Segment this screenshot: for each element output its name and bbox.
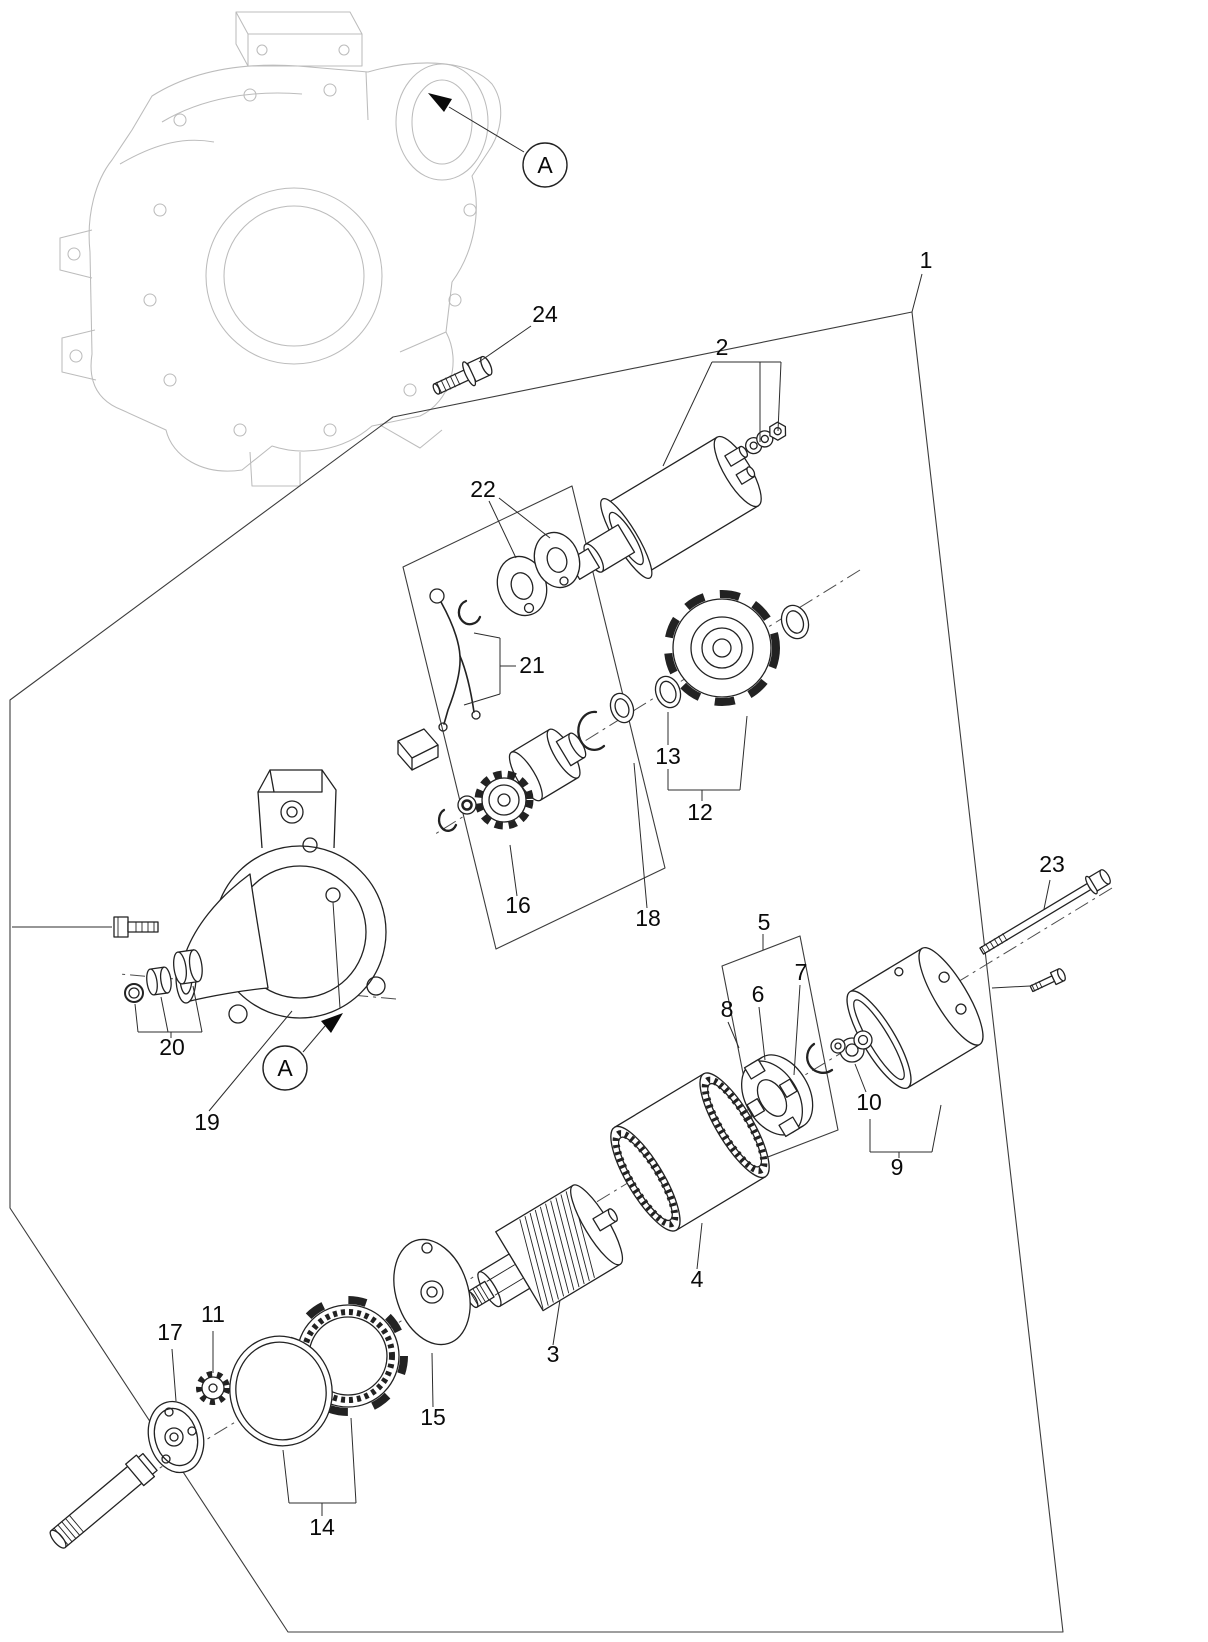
callout-23[interactable]: 23 <box>1039 851 1065 877</box>
part-left-bolt <box>12 916 159 938</box>
part-front-bracket <box>175 769 387 1024</box>
callout-12[interactable]: 12 <box>687 799 713 825</box>
callout-3[interactable]: 3 <box>547 1341 560 1367</box>
callout-9[interactable]: 9 <box>891 1154 904 1180</box>
callout-6[interactable]: 6 <box>752 981 765 1007</box>
part-end-frame <box>846 947 984 1089</box>
callout-5[interactable]: 5 <box>758 909 771 935</box>
part-solenoid <box>567 421 787 580</box>
part-drive-pinion <box>437 728 587 832</box>
part-output-shaft <box>49 1400 205 1549</box>
part-mounting-bolt <box>432 355 493 395</box>
group-box-drive-parts <box>402 485 666 950</box>
callout-18[interactable]: 18 <box>635 905 661 931</box>
part-planet-pinion <box>196 1371 230 1405</box>
part-bushing <box>654 675 682 709</box>
callout-2[interactable]: 2 <box>716 334 729 360</box>
callout-19[interactable]: 19 <box>194 1109 220 1135</box>
callout-11[interactable]: 11 <box>201 1301 225 1327</box>
callout-21[interactable]: 21 <box>519 652 545 678</box>
part-stop-collar <box>577 692 635 751</box>
part-drive-housing <box>664 590 810 706</box>
callout-20[interactable]: 20 <box>159 1034 185 1060</box>
callout-leaders <box>134 273 1051 1516</box>
callout-7[interactable]: 7 <box>795 959 808 985</box>
part-yoke <box>610 1072 770 1232</box>
callout-15[interactable]: 15 <box>420 1404 446 1430</box>
callout-16[interactable]: 16 <box>505 892 531 918</box>
part-end-plate <box>393 1238 471 1346</box>
diagram-frame <box>9 311 1064 1633</box>
part-gasket <box>229 1335 333 1447</box>
callout-14[interactable]: 14 <box>309 1514 335 1540</box>
part-brush-holder <box>741 1054 814 1138</box>
view-arrow-mid <box>302 901 343 1053</box>
view-label-a-mid: A <box>277 1055 293 1081</box>
part-through-bolt <box>979 869 1111 955</box>
callout-17[interactable]: 17 <box>157 1319 183 1345</box>
view-arrow-top <box>428 93 525 153</box>
part-collars <box>124 949 203 1003</box>
callout-labels: 1 2 3 4 5 6 7 8 9 10 11 12 13 14 15 16 1… <box>157 247 1065 1540</box>
callout-13[interactable]: 13 <box>655 743 681 769</box>
view-label-a-top: A <box>537 152 553 178</box>
callout-10[interactable]: 10 <box>856 1089 882 1115</box>
part-end-washers <box>839 1030 873 1063</box>
callout-8[interactable]: 8 <box>721 996 734 1022</box>
part-thrust-washers <box>457 531 581 626</box>
callout-4[interactable]: 4 <box>691 1266 704 1292</box>
view-marker-a-mid: A <box>262 1045 308 1091</box>
view-marker-a-top: A <box>522 142 568 188</box>
callout-22[interactable]: 22 <box>470 476 496 502</box>
part-shift-lever <box>397 588 481 771</box>
callout-1[interactable]: 1 <box>920 247 933 273</box>
engine-housing-sketch <box>59 11 502 487</box>
part-armature <box>466 1184 624 1312</box>
part-screw <box>991 968 1066 993</box>
part-lock-plate <box>806 1038 846 1074</box>
callout-24[interactable]: 24 <box>532 301 558 327</box>
